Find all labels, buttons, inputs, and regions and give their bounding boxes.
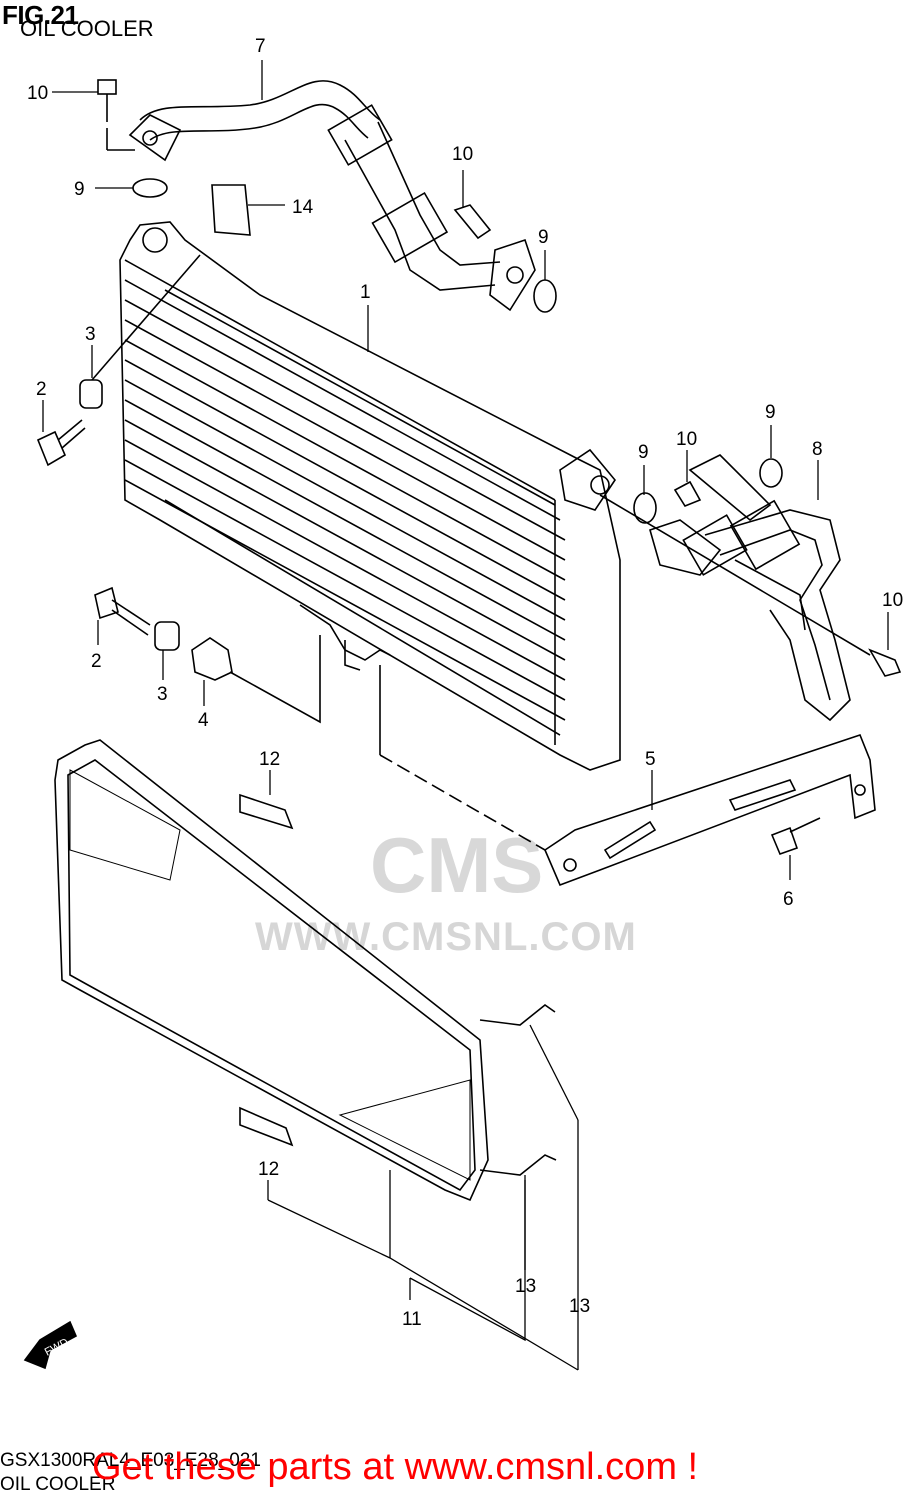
- callout-10-mid: 10: [452, 144, 473, 165]
- pad-12-lower: [239, 1106, 294, 1147]
- pad-12-upper: [239, 793, 294, 830]
- callout-9-pipe: 9: [538, 227, 549, 248]
- callout-9-left: 9: [74, 179, 85, 200]
- callout-3-lower: 3: [157, 684, 168, 705]
- oil-cooler-guard-11: [54, 739, 557, 1202]
- diagram-code: GSX1300RAL4_E03_E28_021: [0, 1450, 261, 1471]
- fwd-arrow: [23, 1320, 78, 1370]
- leader-lines: [42, 60, 889, 1371]
- callout-9-right-a: 9: [638, 442, 649, 463]
- callout-10-right-a: 10: [676, 429, 697, 450]
- callout-14: 14: [292, 197, 314, 218]
- o-ring-9-pipe: [533, 279, 557, 313]
- callout-2-upper: 2: [36, 379, 47, 400]
- diagram-name: OIL COOLER: [0, 1474, 116, 1495]
- callout-4: 4: [198, 710, 209, 731]
- callout-11: 11: [402, 1309, 422, 1330]
- parts-link-text[interactable]: Get these parts at www.cmsnl.com !: [92, 1446, 699, 1488]
- bolt-10-top: [97, 79, 135, 151]
- grommet-4: [191, 637, 233, 681]
- o-ring-9-right-b: [759, 458, 783, 488]
- callout-9-right-b: 9: [765, 402, 776, 423]
- callout-2-lower: 2: [91, 651, 102, 672]
- bolt-10-right-a: [673, 480, 702, 507]
- callout-13-a: 13: [515, 1276, 536, 1297]
- watermark-url: WWW.CMSNL.COM: [255, 915, 637, 959]
- bolt-6: [770, 817, 821, 856]
- diagram-title: OIL COOLER: [20, 16, 154, 41]
- collar-3-lower: [154, 621, 180, 651]
- oil-pipe-7: [128, 80, 536, 312]
- bolt-2-lower: [94, 586, 151, 636]
- callout-13-b: 13: [569, 1296, 590, 1317]
- callout-10-top: 10: [27, 83, 48, 104]
- callout-1: 1: [360, 282, 371, 303]
- callout-5: 5: [645, 749, 656, 770]
- callout-10-right-b: 10: [882, 590, 903, 611]
- callout-12-upper: 12: [259, 749, 280, 770]
- callout-7: 7: [255, 36, 266, 57]
- callout-12-lower: 12: [258, 1159, 279, 1180]
- o-ring-9-right-a: [633, 492, 657, 524]
- o-ring-9-left: [132, 178, 168, 198]
- watermark-logo: CMS: [370, 821, 544, 909]
- figure-number: FIG.21: [2, 0, 79, 30]
- bolt-2-upper: [36, 419, 86, 467]
- callout-8: 8: [812, 439, 823, 460]
- clamp-14: [211, 184, 251, 236]
- callout-6: 6: [783, 889, 794, 910]
- bracket-5: [544, 734, 876, 887]
- oil-pipe-8: [649, 454, 851, 722]
- oil-cooler-core: [119, 221, 621, 771]
- collar-3-upper: [79, 379, 103, 409]
- callout-3-upper: 3: [85, 324, 96, 345]
- bolt-10-right-b: [868, 648, 902, 677]
- bolt-10-mid: [453, 204, 492, 240]
